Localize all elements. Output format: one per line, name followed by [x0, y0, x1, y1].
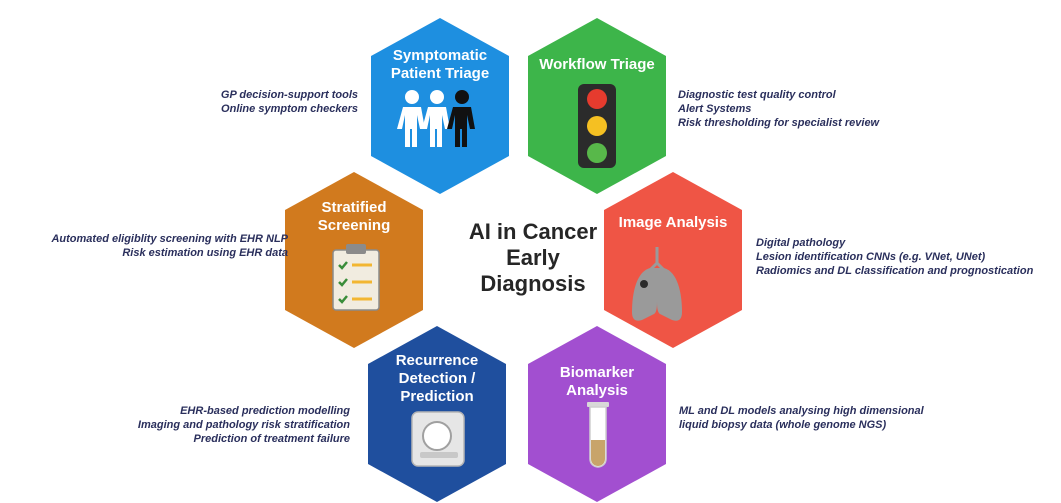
hex-title-recurrence: Recurrence Detection / Prediction [367, 352, 507, 406]
title-line: Image Analysis [618, 214, 728, 231]
notes-workflow: Diagnostic test quality control Alert Sy… [678, 88, 879, 130]
note-line: ML and DL models analysing high dimensio… [679, 405, 924, 417]
note-line: Risk estimation using EHR data [122, 247, 288, 259]
note-line: Risk thresholding for specialist review [678, 117, 880, 129]
notes-image: Digital pathology Lesion identification … [756, 236, 1033, 278]
title-line: Biomarker [559, 364, 635, 381]
title-line: Workflow Triage [539, 56, 655, 73]
title-line: Symptomatic [392, 47, 488, 64]
note-line: Alert Systems [678, 103, 752, 115]
note-line: EHR-based prediction modelling [180, 405, 350, 417]
notes-recurrence: EHR-based prediction modelling Imaging a… [138, 404, 350, 446]
traffic-yellow-light [587, 116, 607, 136]
title-line: Patient Triage [390, 65, 490, 82]
center-title: AI in Cancer Early Diagnosis [438, 219, 628, 297]
note-line: GP decision-support tools [220, 89, 358, 101]
hex-symptomatic [371, 18, 509, 194]
hex-title-stratified: Stratified Screening [284, 199, 424, 235]
hex-title-workflow: Workflow Triage [527, 56, 667, 74]
notes-stratified: Automated eligiblity screening with EHR … [51, 232, 288, 260]
note-line: liquid biopsy data (whole genome NGS) [679, 419, 887, 431]
ct-scanner-icon [411, 411, 465, 467]
hex-title-symptomatic: Symptomatic Patient Triage [370, 47, 510, 83]
note-line: Online symptom checkers [221, 103, 358, 115]
note-line: Imaging and pathology risk stratificatio… [137, 419, 350, 431]
notes-symptomatic: GP decision-support tools Online symptom… [221, 88, 358, 116]
test-tube-icon [587, 402, 609, 468]
hex-title-image: Image Analysis [603, 214, 743, 232]
title-line: Recurrence [395, 352, 479, 369]
note-line: Radiomics and DL classification and prog… [756, 265, 1034, 277]
title-line: Detection / [398, 370, 476, 387]
traffic-light-icon [578, 84, 616, 168]
title-line: Screening [317, 217, 391, 234]
lungs-icon [632, 247, 682, 321]
title-line: Stratified [321, 199, 387, 216]
clipboard-checklist-icon [332, 244, 380, 311]
traffic-red-light [587, 89, 607, 109]
note-line: Automated eligiblity screening with EHR … [51, 233, 288, 245]
note-line: Prediction of treatment failure [193, 433, 350, 445]
note-line: Lesion identification CNNs (e.g. VNet, U… [756, 251, 986, 263]
hex-title-biomarker: Biomarker Analysis [527, 364, 667, 400]
center-title-line: Diagnosis [480, 271, 586, 296]
title-line: Prediction [400, 388, 474, 405]
people-icon [397, 90, 475, 147]
note-line: Diagnostic test quality control [678, 89, 836, 101]
note-line: Digital pathology [756, 237, 846, 249]
center-title-line: AI in Cancer [468, 219, 598, 244]
traffic-green-light [587, 143, 607, 163]
title-line: Analysis [566, 382, 628, 399]
center-title-line: Early [506, 245, 560, 270]
notes-biomarker: ML and DL models analysing high dimensio… [679, 404, 924, 432]
